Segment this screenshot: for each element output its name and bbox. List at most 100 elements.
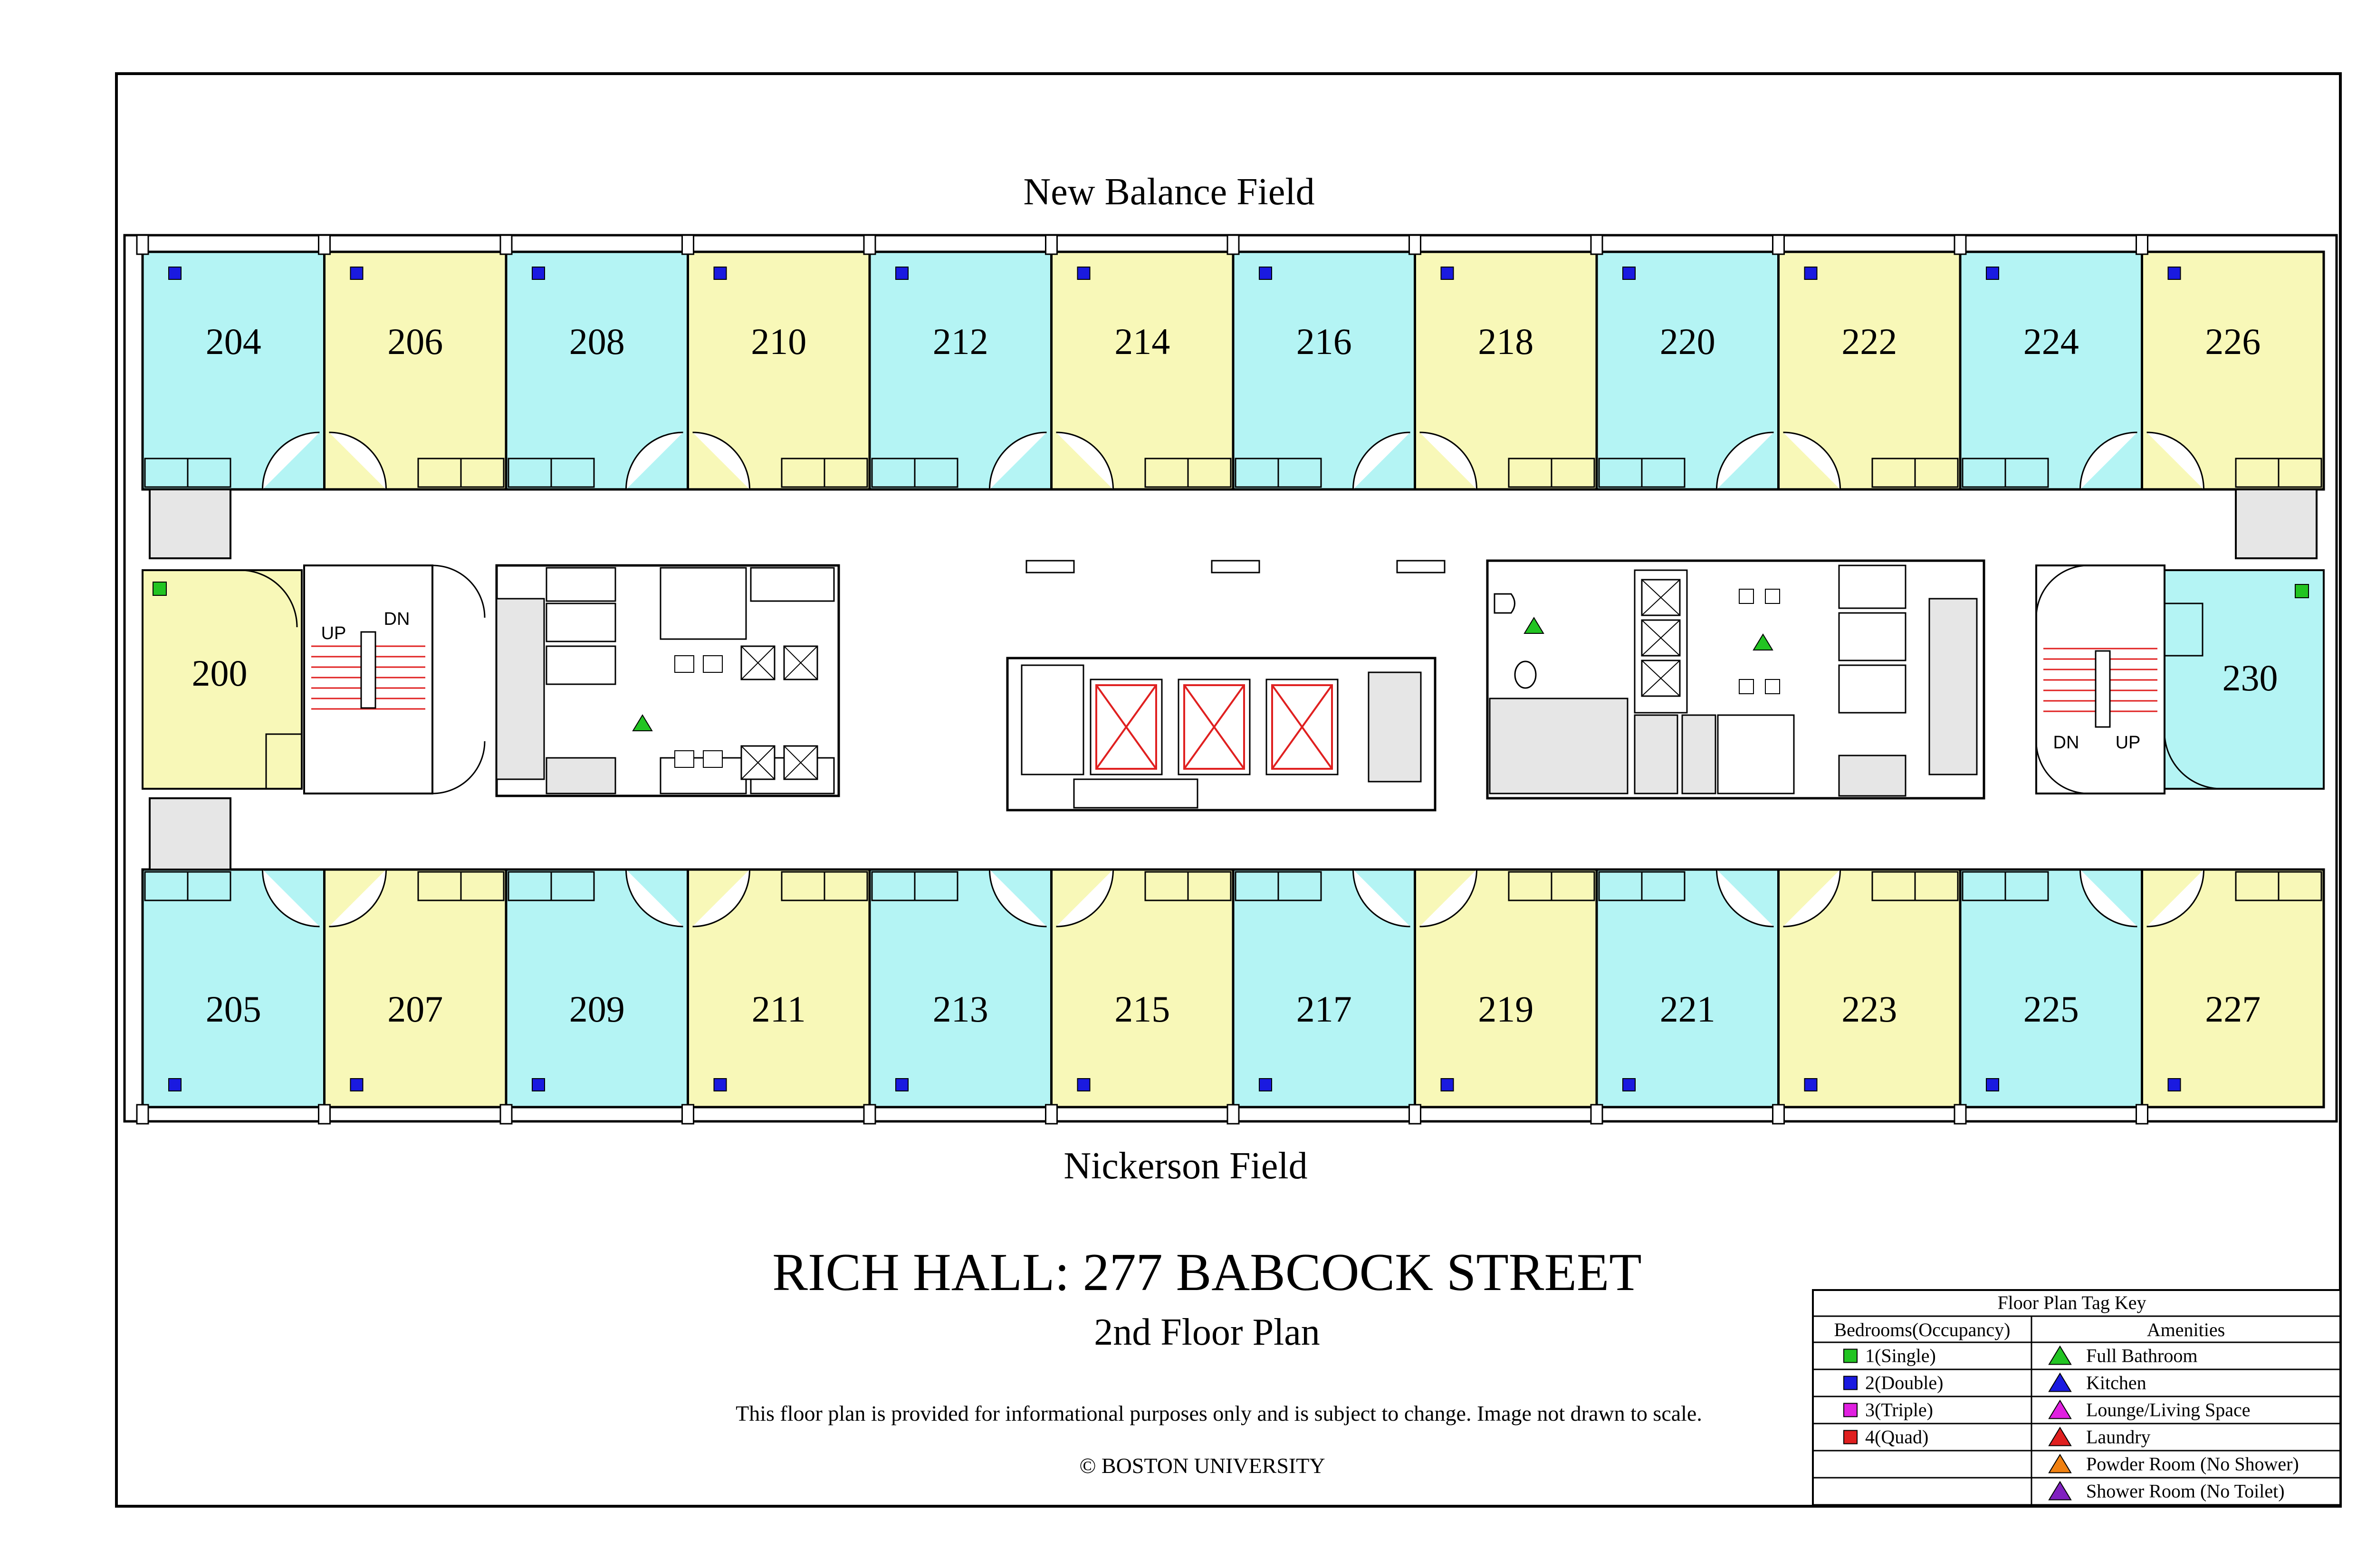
legend-amenity-label: Laundry [2086, 1426, 2151, 1448]
legend-title: Floor Plan Tag Key [1997, 1292, 2146, 1313]
room-217[interactable]: 217 [1226, 868, 1416, 1125]
room-number: 225 [2023, 988, 2079, 1030]
stair-up-label: UP [321, 623, 346, 643]
room-215[interactable]: 215 [1045, 868, 1235, 1125]
legend-bedrooms-header: Bedrooms(Occupancy) [1834, 1319, 2011, 1340]
room-219[interactable]: 219 [1408, 868, 1598, 1125]
full-bathroom-tag [632, 714, 653, 731]
double-occupancy-tag [895, 1078, 909, 1091]
shower-stalls [740, 645, 818, 780]
room-216[interactable]: 216 [1226, 234, 1416, 491]
room-number: 210 [751, 321, 806, 362]
page-title: RICH HALL: 277 BABCOCK STREET [772, 1243, 1641, 1302]
legend-bedroom-swatch [1843, 1403, 1858, 1417]
elevator-core [1006, 560, 1446, 812]
room-207[interactable]: 207 [318, 868, 508, 1125]
double-occupancy-tag [1259, 267, 1272, 280]
room-number: 223 [1841, 988, 1897, 1030]
room-221[interactable]: 221 [1590, 868, 1780, 1125]
room-number: 207 [387, 988, 443, 1030]
room-227[interactable]: 227 [2136, 868, 2325, 1125]
legend-bedroom-label: 3(Triple) [1865, 1399, 1933, 1421]
legend-amenity-label: Lounge/Living Space [2086, 1399, 2250, 1421]
room-number: 204 [206, 321, 261, 362]
page-border [115, 72, 2342, 1508]
room-number: 218 [1478, 321, 1533, 362]
room-number: 211 [752, 988, 806, 1030]
double-occupancy-tag [1622, 1078, 1636, 1091]
full-bathroom-tag [1753, 633, 1773, 650]
double-occupancy-tag [350, 1078, 364, 1091]
room-204[interactable]: 204 [136, 234, 326, 491]
shower-stalls [1641, 579, 1681, 697]
stair-down-label: DN [384, 609, 410, 629]
room-210[interactable]: 210 [681, 234, 871, 491]
double-occupancy-tag [713, 267, 727, 280]
room-number: 208 [569, 321, 625, 362]
room-number: 221 [1660, 988, 1715, 1030]
bathroom-east [1486, 559, 1985, 800]
room-222[interactable]: 222 [1772, 234, 1962, 491]
bathroom-west [495, 564, 840, 797]
room-211[interactable]: 211 [681, 868, 871, 1125]
room-number: 213 [933, 988, 988, 1030]
legend-bedroom-swatch [1843, 1348, 1858, 1363]
room-200[interactable]: 200 [142, 569, 303, 790]
double-occupancy-tag [1077, 1078, 1091, 1091]
room-number: 212 [933, 321, 988, 362]
double-occupancy-tag [1804, 267, 1818, 280]
room-number: 217 [1296, 988, 1352, 1030]
copyright: © BOSTON UNIVERSITY [1079, 1453, 1325, 1478]
room-number: 226 [2205, 321, 2261, 362]
room-212[interactable]: 212 [863, 234, 1053, 491]
room-226[interactable]: 226 [2136, 234, 2325, 491]
legend: Floor Plan Tag Key Bedrooms(Occupancy) A… [1812, 1289, 2341, 1507]
room-number: 209 [569, 988, 625, 1030]
room-number: 224 [2023, 321, 2079, 362]
room-213[interactable]: 213 [863, 868, 1053, 1125]
closet [149, 797, 231, 870]
legend-amenity-triangle [2048, 1372, 2072, 1392]
page-subtitle: 2nd Floor Plan [1094, 1311, 1320, 1353]
room-208[interactable]: 208 [499, 234, 689, 491]
legend-amenity-triangle [2048, 1481, 2072, 1501]
double-occupancy-tag [532, 267, 545, 280]
double-occupancy-tag [2167, 1078, 2181, 1091]
double-occupancy-tag [1440, 1078, 1454, 1091]
legend-amenity-label: Full Bathroom [2086, 1345, 2197, 1367]
room-218[interactable]: 218 [1408, 234, 1598, 491]
room-225[interactable]: 225 [1954, 868, 2143, 1125]
legend-amenity-triangle [2048, 1453, 2072, 1473]
room-number: 200 [192, 652, 248, 694]
double-occupancy-tag [1259, 1078, 1272, 1091]
double-occupancy-tag [1986, 1078, 1999, 1091]
stairwell-east: DN UP [2035, 564, 2165, 794]
south-field-label: Nickerson Field [1063, 1145, 1307, 1187]
double-occupancy-tag [895, 267, 909, 280]
room-205[interactable]: 205 [136, 868, 326, 1125]
room-220[interactable]: 220 [1590, 234, 1780, 491]
room-214[interactable]: 214 [1045, 234, 1235, 491]
single-occupancy-tag [2295, 584, 2309, 598]
double-occupancy-tag [713, 1078, 727, 1091]
room-230[interactable]: 230 [2164, 569, 2325, 790]
room-224[interactable]: 224 [1954, 234, 2143, 491]
stair-down-label: DN [2053, 733, 2079, 753]
legend-bedroom-label: 2(Double) [1865, 1372, 1943, 1394]
double-occupancy-tag [1986, 267, 1999, 280]
disclaimer: This floor plan is provided for informat… [736, 1401, 1702, 1425]
room-number: 216 [1296, 321, 1352, 362]
room-206[interactable]: 206 [318, 234, 508, 491]
double-occupancy-tag [168, 267, 182, 280]
closet [149, 488, 231, 559]
legend-bedroom-swatch [1843, 1376, 1858, 1390]
legend-bedroom-label: 4(Quad) [1865, 1426, 1928, 1448]
room-209[interactable]: 209 [499, 868, 689, 1125]
legend-amenity-label: Powder Room (No Shower) [2086, 1453, 2299, 1475]
room-223[interactable]: 223 [1772, 868, 1962, 1125]
stairwell-west: UP DN [303, 564, 486, 794]
north-field-label: New Balance Field [1023, 171, 1314, 213]
room-number: 220 [1660, 321, 1715, 362]
south-rooms: 205 207 209 211 213 215 217 219 221 223 225 227 [136, 868, 2325, 1125]
